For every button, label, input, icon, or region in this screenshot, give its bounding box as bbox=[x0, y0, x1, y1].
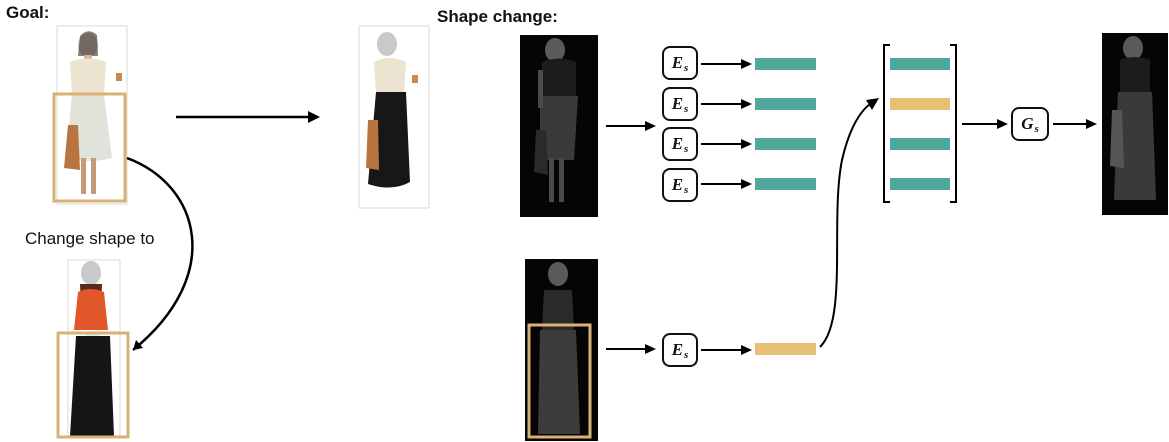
encoder-subscript: s bbox=[684, 184, 689, 196]
encoder-subscript: s bbox=[684, 103, 689, 115]
encoder-symbol: E bbox=[671, 94, 684, 113]
stacked-feature-gold bbox=[890, 98, 950, 110]
mask-region-frame bbox=[527, 323, 592, 439]
change-shape-to-label: Change shape to bbox=[25, 229, 155, 248]
input-mask-bottom bbox=[525, 259, 598, 441]
feature-bar-gold bbox=[755, 343, 816, 355]
encoder-output-arrows bbox=[701, 59, 752, 355]
stacked-feature-teal bbox=[890, 178, 950, 190]
result-person-photo bbox=[358, 25, 430, 209]
generator-symbol: G bbox=[1021, 114, 1034, 133]
encoder-subscript: s bbox=[684, 349, 689, 361]
encoder-subscript: s bbox=[684, 143, 689, 155]
encoder-subscript: s bbox=[684, 62, 689, 74]
shape-change-heading: Shape change: bbox=[437, 7, 558, 26]
source-person-photo bbox=[56, 25, 128, 205]
feature-bar-teal bbox=[755, 138, 816, 150]
feature-bar-teal bbox=[755, 98, 816, 110]
change-shape-curve-arrow bbox=[126, 156, 194, 351]
encoder-symbol: E bbox=[671, 53, 684, 72]
reference-region-frame bbox=[56, 331, 130, 439]
output-mask bbox=[1102, 33, 1168, 215]
reference-person-photo bbox=[67, 259, 121, 439]
source-region-frame bbox=[52, 92, 127, 203]
feature-bar-teal bbox=[755, 58, 816, 70]
encoder-symbol: E bbox=[671, 134, 684, 153]
encoder-symbol: E bbox=[671, 340, 684, 359]
stacked-feature-teal bbox=[890, 58, 950, 70]
stacked-feature-teal bbox=[890, 138, 950, 150]
goal-heading: Goal: bbox=[6, 3, 50, 22]
vector-left-bracket bbox=[883, 44, 890, 203]
generator-subscript: s bbox=[1034, 123, 1039, 135]
swap-curve-arrow bbox=[819, 103, 871, 348]
feature-bar-teal bbox=[755, 178, 816, 190]
vector-right-bracket bbox=[950, 44, 957, 203]
encoder-symbol: E bbox=[671, 175, 684, 194]
input-mask-top bbox=[520, 35, 598, 217]
